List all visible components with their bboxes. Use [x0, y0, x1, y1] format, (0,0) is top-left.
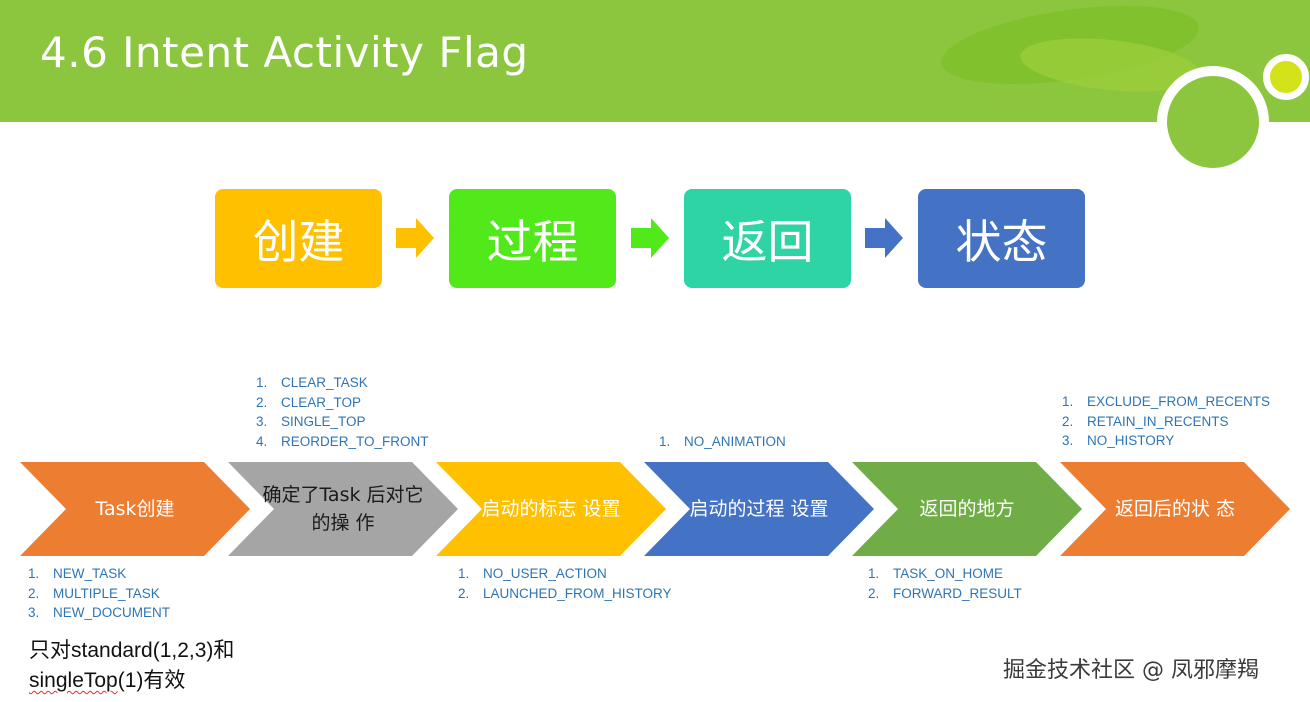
flow-arrow-icon	[631, 218, 669, 258]
list-item: 2.MULTIPLE_TASK	[28, 585, 160, 601]
spellcheck-word: singleTop	[29, 669, 118, 692]
stage-return: 返回	[684, 189, 851, 288]
chevron-label: Task创建	[95, 498, 175, 520]
chevron-label: 启动的标志 设置	[481, 498, 621, 520]
list-item: 1.CLEAR_TASK	[256, 375, 368, 390]
flow-arrow-icon	[865, 218, 903, 258]
slide-title: 4.6 Intent Activity Flag	[40, 28, 529, 77]
list-item: 3.SINGLE_TOP	[256, 414, 366, 430]
chevron-launch-flags: 启动的标志 设置	[436, 462, 666, 556]
list-item: 2.LAUNCHED_FROM_HISTORY	[458, 585, 672, 601]
list-item: 1.NO_USER_ACTION	[458, 566, 607, 581]
list-item: 1.NO_ANIMATION	[659, 434, 786, 449]
list-item: 3.NO_HISTORY	[1062, 433, 1175, 449]
list-item: 2.RETAIN_IN_RECENTS	[1062, 413, 1229, 429]
task-create-flag-list: 1.NEW_TASK 2.MULTIPLE_TASK 3.NEW_DOCUMEN…	[28, 564, 170, 623]
chevron-launch-process: 启动的过程 设置	[644, 462, 874, 556]
chevron-label: 启动的过程 设置	[689, 498, 829, 520]
chevron-task-create: Task创建	[20, 462, 250, 556]
list-item: 1.NEW_TASK	[28, 566, 127, 581]
return-state-flag-list: 1.EXCLUDE_FROM_RECENTS 2.RETAIN_IN_RECEN…	[1062, 392, 1270, 451]
return-place-flag-list: 1.TASK_ON_HOME 2.FORWARD_RESULT	[868, 564, 1022, 603]
chevron-return-place: 返回的地方	[852, 462, 1082, 556]
task-ops-flag-list: 1.CLEAR_TASK 2.CLEAR_TOP 3.SINGLE_TOP 4.…	[256, 373, 429, 451]
stage-process: 过程	[449, 189, 616, 288]
flow-arrow-icon	[396, 218, 434, 258]
list-item: 1.TASK_ON_HOME	[868, 566, 1004, 581]
list-item: 4.REORDER_TO_FRONT	[256, 433, 429, 449]
stage-create: 创建	[215, 189, 382, 288]
chevron-label: 确定了Task 后对它的操 作	[262, 484, 424, 534]
decorative-circle	[1157, 66, 1269, 178]
decorative-dot	[1263, 54, 1309, 100]
stage-state: 状态	[918, 189, 1085, 288]
scope-note: 只对standard(1,2,3)和 singleTop(1)有效	[29, 636, 234, 696]
list-item: 2.FORWARD_RESULT	[868, 585, 1022, 601]
chevron-label: 返回后的状 态	[1114, 498, 1236, 520]
chevron-task-ops: 确定了Task 后对它的操 作	[228, 462, 458, 556]
launch-process-flag-list: 1.NO_ANIMATION	[659, 432, 786, 452]
list-item: 3.NEW_DOCUMENT	[28, 605, 170, 621]
list-item: 2.CLEAR_TOP	[256, 394, 362, 410]
chevron-return-state: 返回后的状 态	[1060, 462, 1290, 556]
note-line-1: 只对standard(1,2,3)和	[29, 639, 235, 662]
title-banner: 4.6 Intent Activity Flag	[0, 0, 1310, 122]
launch-flags-list: 1.NO_USER_ACTION 2.LAUNCHED_FROM_HISTORY	[458, 564, 672, 603]
list-item: 1.EXCLUDE_FROM_RECENTS	[1062, 394, 1271, 409]
chevron-label: 返回的地方	[919, 498, 1015, 520]
note-line-2: singleTop(1)有效	[29, 669, 186, 692]
watermark: 掘金技术社区 @ 凤邪摩羯	[1003, 658, 1259, 683]
